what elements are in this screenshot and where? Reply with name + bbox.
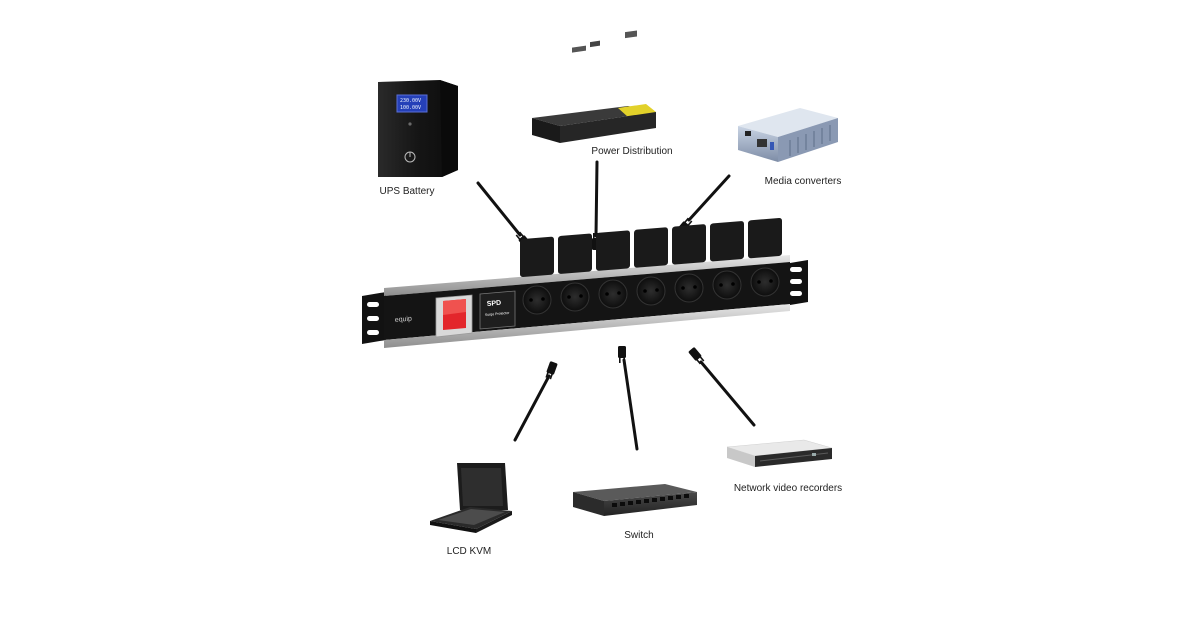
- media-converters-label: Media converters: [765, 176, 842, 187]
- outlet-1[interactable]: [520, 236, 554, 315]
- cable-lcd-kvm: [513, 360, 558, 442]
- outlet-3[interactable]: [596, 230, 630, 309]
- cable-ups: [476, 181, 532, 250]
- spd-sub-label: Surge Protector: [485, 311, 511, 317]
- power-distribution-device: Power Distribution: [532, 30, 673, 157]
- cable-media-converters: [676, 174, 731, 236]
- power-distribution-label: Power Distribution: [591, 146, 672, 157]
- nvr-label: Network video recorders: [734, 483, 842, 494]
- pdu-power-strip: equip SPD Surge Protector: [362, 217, 808, 348]
- spd-label: SPD: [487, 300, 502, 308]
- cable-power-distribution: [592, 160, 600, 250]
- outlet-7[interactable]: [748, 217, 782, 297]
- ups-display-line-2: 100.00V: [400, 105, 421, 111]
- bottom-rail: [384, 304, 790, 348]
- lcd-kvm-label: LCD KVM: [447, 546, 491, 557]
- outlet-5[interactable]: [672, 224, 706, 303]
- outlets: [520, 217, 782, 315]
- media-converter-device: Media converters: [738, 108, 841, 187]
- cable-nvr: [688, 346, 756, 427]
- spd-module: [479, 290, 516, 330]
- lcd-kvm-device: LCD KVM: [430, 463, 512, 557]
- plug-icon: [618, 346, 626, 363]
- switch-ports: [612, 494, 689, 507]
- switch-device: Switch: [573, 484, 697, 541]
- nvr-device: Network video recorders: [726, 439, 842, 494]
- ups-display-line-1: 230.00V: [400, 98, 421, 104]
- top-rail: [384, 255, 790, 296]
- ups-label: UPS Battery: [379, 186, 434, 197]
- ups-display: [396, 94, 428, 113]
- ups-led: [408, 122, 412, 126]
- switch-label: Switch: [624, 530, 653, 541]
- plug-icon: [544, 360, 558, 380]
- ups-battery: 230.00V 100.00V UPS Battery: [378, 80, 458, 197]
- outlet-6[interactable]: [710, 221, 744, 300]
- outlet-4[interactable]: [634, 227, 668, 306]
- cable-switch: [618, 346, 639, 451]
- brand-logo: equip: [395, 316, 413, 324]
- outlet-2[interactable]: [558, 233, 592, 312]
